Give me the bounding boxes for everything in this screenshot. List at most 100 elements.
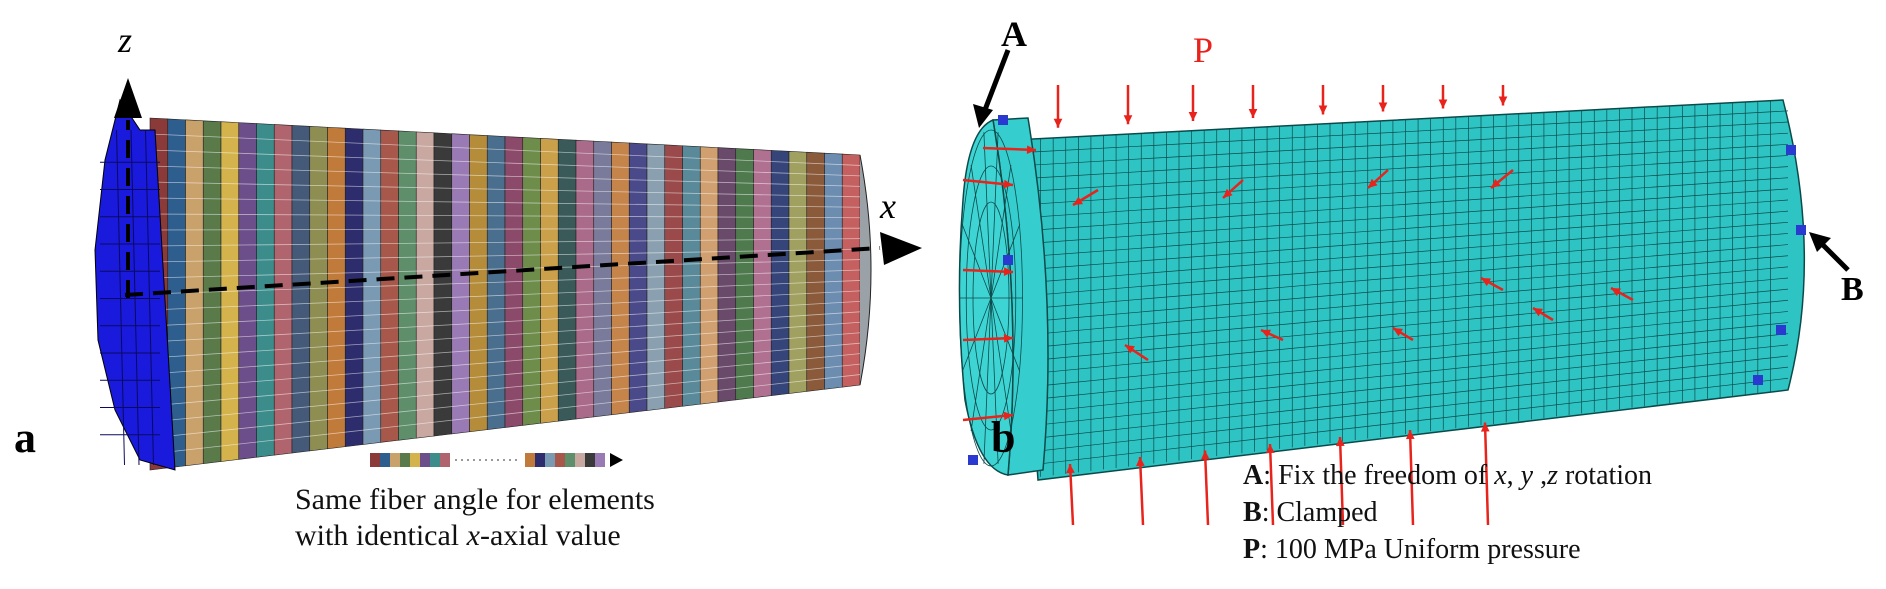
label-p: P — [1193, 30, 1213, 70]
pressure-arrowhead — [1026, 145, 1036, 155]
mesh-line — [1027, 221, 1789, 284]
pressure-arrows — [962, 85, 1634, 526]
pressure-arrowhead — [1491, 178, 1501, 188]
grid-line — [149, 181, 861, 198]
bc-marker — [1796, 225, 1806, 235]
end-cap-spoke — [990, 297, 1012, 431]
mesh-line — [1027, 177, 1789, 231]
label-a-arrow — [980, 49, 1011, 116]
bc-marker — [998, 115, 1008, 125]
pressure-arrowhead — [1480, 422, 1490, 432]
label-b-arrowhead — [1809, 232, 1831, 252]
mesh-line — [1027, 110, 1789, 153]
pressure-arrowhead — [1368, 178, 1378, 188]
label-b: B — [1841, 271, 1864, 308]
pressure-arrowhead — [1123, 115, 1133, 125]
mesh-line — [1027, 210, 1789, 270]
legend-swatch — [420, 453, 430, 467]
cylinder-fiber-model: z x — [94, 20, 922, 471]
mesh-line — [1027, 188, 1789, 244]
pressure-arrow — [1268, 443, 1275, 526]
pressure-arrow — [1408, 429, 1415, 526]
x-axis-label: x — [879, 186, 896, 226]
z-axis-arrowhead — [114, 78, 142, 118]
panel-letter-b: b — [991, 413, 1016, 462]
pressure-arrowhead — [1611, 288, 1621, 297]
grid-line — [149, 197, 861, 208]
end-face-mesh — [100, 129, 160, 466]
grid-line — [149, 165, 861, 187]
grid-line — [149, 149, 861, 177]
legend-swatch — [430, 453, 440, 467]
end-cap-spoke — [970, 165, 992, 299]
mesh-line — [1027, 277, 1789, 349]
note-p: P: 100 MPa Uniform pressure — [1243, 534, 1581, 565]
pressure-arrow — [1203, 450, 1210, 526]
pressure-arrowhead — [1498, 96, 1508, 106]
mesh-line — [1027, 121, 1789, 166]
pressure-arrow — [1483, 422, 1490, 526]
legend-swatch — [400, 453, 410, 467]
pressure-arrow — [1338, 436, 1345, 526]
pressure-arrowhead — [1438, 99, 1448, 109]
pressure-arrow — [1068, 463, 1075, 526]
grid-line — [149, 248, 861, 263]
fiber-angle-legend — [370, 453, 605, 467]
end-cap-spoke — [990, 297, 999, 464]
pressure-arrowhead — [1405, 430, 1415, 440]
end-cap-spoke — [961, 224, 992, 299]
grid-line — [149, 342, 861, 407]
pressure-arrowhead — [1003, 267, 1013, 276]
surface-mesh — [1027, 100, 1789, 477]
panel-letter-a: a — [14, 413, 36, 462]
mesh-line — [1027, 199, 1789, 257]
grid-line — [149, 290, 861, 327]
label-a-arrowhead — [973, 104, 993, 128]
pressure-arrowhead — [1393, 328, 1403, 337]
pressure-arrowhead — [1261, 329, 1271, 338]
pressure-arrowhead — [1188, 111, 1198, 121]
boundary-condition-notes: A: Fix the freedom of x, y ,z rotation B… — [1243, 457, 1652, 568]
cylinder-fem-model: A B P — [958, 14, 1864, 526]
legend-arrowhead — [610, 453, 623, 467]
legend-swatch — [565, 453, 575, 467]
mesh-line — [1027, 155, 1789, 205]
pressure-arrowhead — [1335, 437, 1345, 447]
z-axis-label: z — [117, 20, 132, 60]
cylinder-body — [1012, 99, 1806, 481]
end-face-grid-line — [130, 129, 140, 466]
mesh-line — [1027, 366, 1789, 453]
legend-swatch — [440, 453, 450, 467]
legend-swatch — [575, 453, 585, 467]
grid-line — [149, 280, 861, 311]
legend-swatch — [410, 453, 420, 467]
note-a: A: Fix the freedom of x, y ,z rotation — [1243, 460, 1653, 491]
boundary-markers — [968, 115, 1806, 465]
end-cap-spoke — [961, 297, 992, 372]
mesh-line — [1027, 344, 1789, 427]
pressure-arrowhead — [1265, 444, 1275, 454]
end-cap-spoke — [983, 297, 992, 464]
pressure-arrowhead — [1481, 278, 1491, 287]
grid-line — [149, 353, 861, 423]
bc-marker — [1776, 325, 1786, 335]
grid-line — [149, 311, 861, 359]
pressure-arrowhead — [1201, 450, 1210, 460]
pressure-arrowhead — [1125, 345, 1135, 354]
pressure-arrowhead — [1003, 334, 1013, 343]
grid-line — [149, 300, 861, 343]
pressure-arrowhead — [1318, 105, 1328, 115]
mesh-grid — [149, 133, 861, 455]
mesh-line — [1027, 132, 1789, 179]
end-cap-spoke — [990, 165, 1012, 299]
grid-line — [149, 133, 861, 166]
legend-swatch — [555, 453, 565, 467]
pressure-arrowhead — [1003, 411, 1013, 421]
grid-line — [149, 213, 861, 219]
panel-a-caption: Same fiber angle for elements with ident… — [295, 483, 655, 552]
pressure-arrowhead — [1223, 188, 1233, 198]
mesh-line — [1027, 266, 1789, 336]
end-cap-mesh — [959, 129, 1023, 467]
end-face-grid-line — [116, 129, 125, 466]
grid-line — [149, 269, 861, 295]
